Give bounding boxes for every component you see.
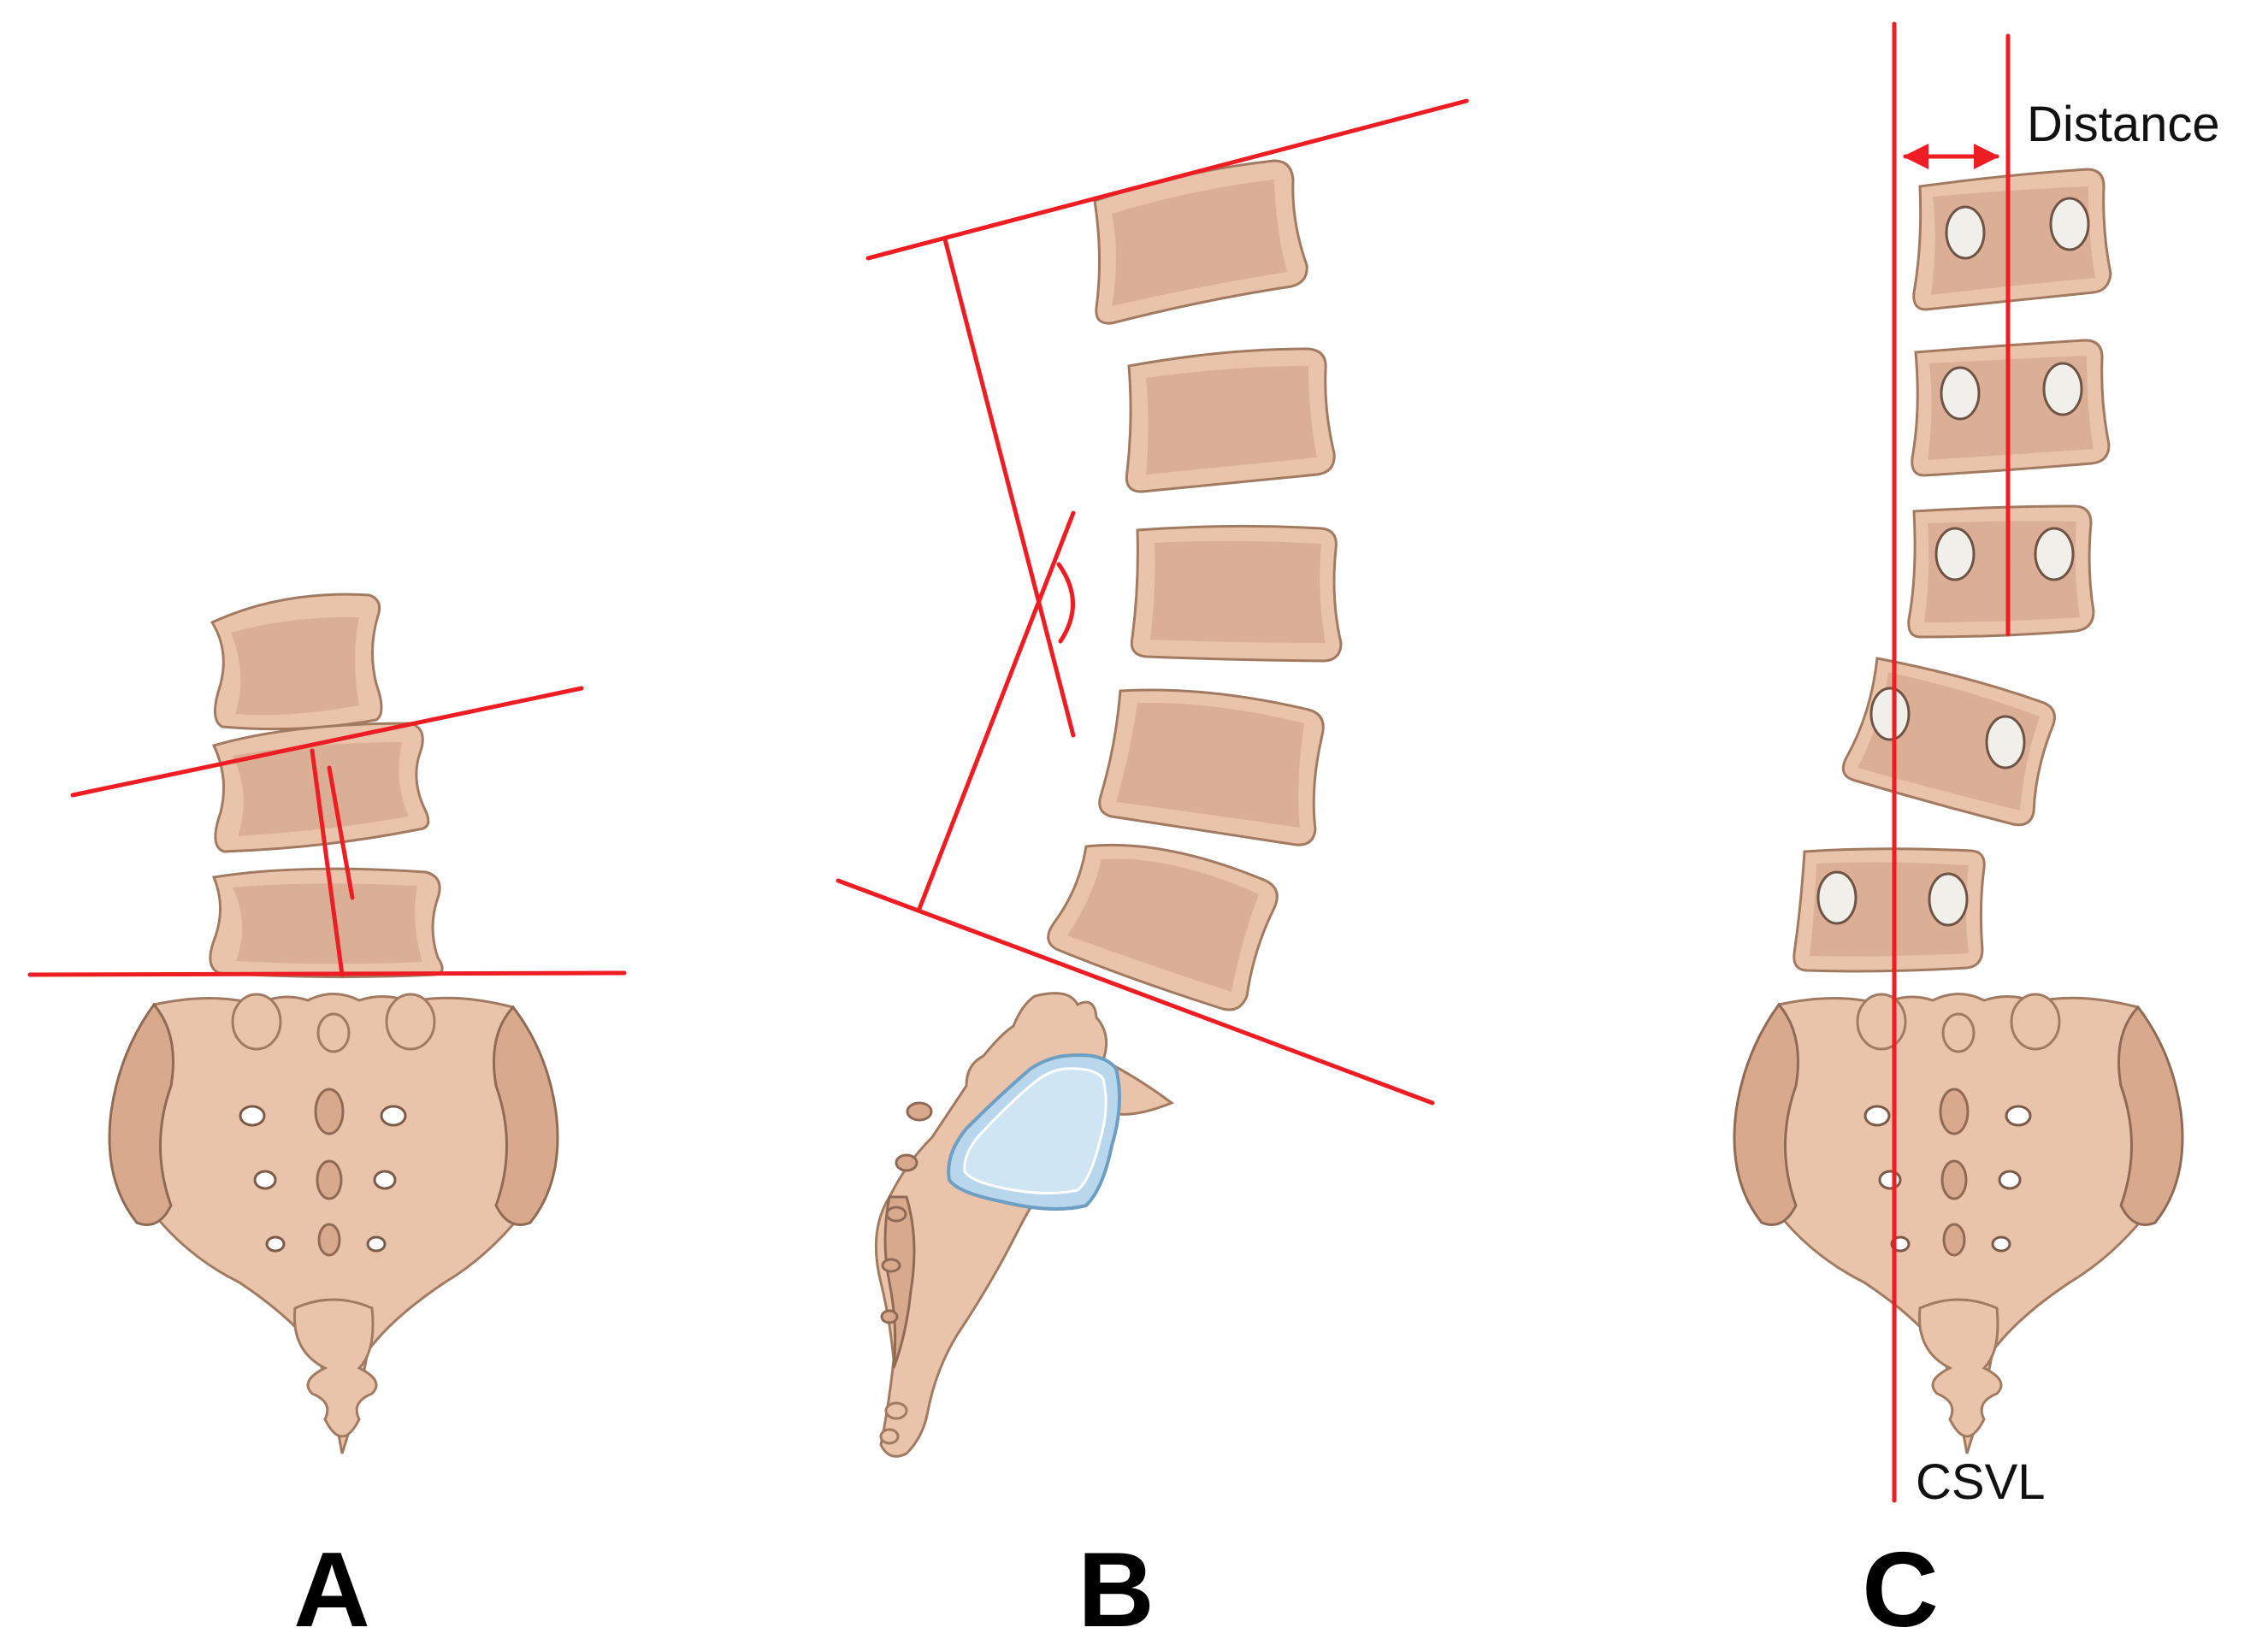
- panel-b-lower-endplate-line: [836, 878, 1435, 1106]
- vertebra-c4: [1841, 657, 2056, 827]
- sacrum-a: [108, 993, 559, 1454]
- panel-a-perpendicular-lower: [327, 765, 355, 900]
- vertebra-a3: [209, 867, 444, 979]
- panel-a: [27, 593, 627, 1454]
- vertebra-c3: [1907, 504, 2095, 639]
- vertebra-c1: [1912, 168, 2112, 311]
- panel-a-perpendicular-upper: [310, 748, 345, 977]
- vertebra-b2: [1125, 347, 1336, 493]
- panel-b-perpendicular-lower: [917, 510, 1076, 911]
- vertebra-b3: [1130, 524, 1343, 663]
- vertebra-b5: [1047, 843, 1279, 1011]
- csvl-label: CSVL: [1916, 1454, 2046, 1510]
- panel-c: Distance CSVL: [1733, 21, 2220, 1510]
- vertebra-b4: [1098, 688, 1325, 846]
- panel-label-c: C: [1862, 1531, 1939, 1649]
- sacrum-c: [1733, 993, 2184, 1454]
- vertebra-c2: [1911, 339, 2111, 477]
- panel-b-angle-arc: [1056, 562, 1075, 644]
- panel-label-a: A: [293, 1531, 370, 1649]
- panel-b: [836, 98, 1469, 1458]
- distance-label: Distance: [2027, 97, 2220, 152]
- panel-a-lower-endplate-line: [27, 970, 627, 977]
- vertebra-a1: [210, 593, 383, 731]
- panel-b-perpendicular-upper: [942, 237, 1076, 738]
- panel-b-upper-endplate-line: [865, 98, 1469, 261]
- panel-a-upper-endplate-line: [70, 686, 584, 798]
- vertebra-c5: [1793, 847, 1986, 973]
- panel-label-b: B: [1078, 1531, 1155, 1649]
- sacrum-b: [874, 992, 1175, 1458]
- vertebra-b1: [1093, 159, 1308, 325]
